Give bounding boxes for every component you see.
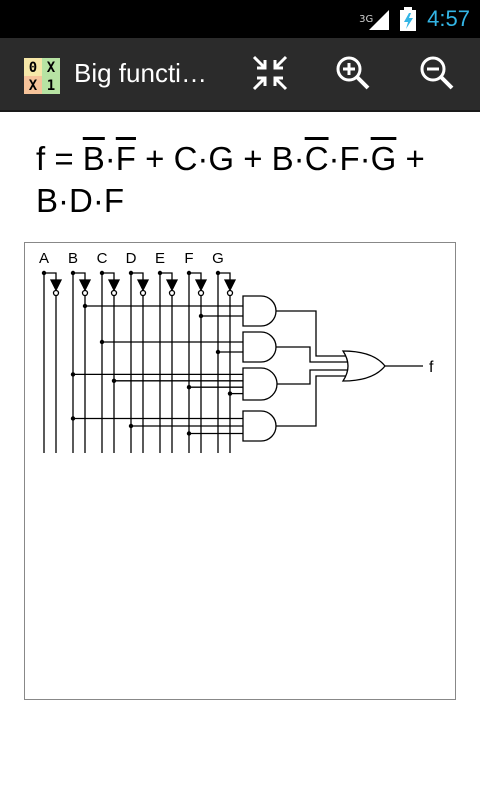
app-icon-cell: X bbox=[29, 78, 38, 94]
app-logo-icon[interactable]: 0 X X 1 bbox=[24, 58, 60, 94]
junction-dot bbox=[215, 270, 221, 276]
input-label: A bbox=[39, 250, 49, 267]
and-gate bbox=[242, 367, 278, 401]
inverter-triangle bbox=[136, 279, 150, 292]
inverter-triangle bbox=[49, 279, 63, 292]
clock: 4:57 bbox=[427, 6, 470, 31]
formula-text: + bbox=[396, 140, 425, 177]
formula-lhs: f = bbox=[36, 140, 83, 177]
inverter-bubble bbox=[139, 289, 147, 297]
formula-text: · bbox=[104, 140, 116, 177]
inverter-feed bbox=[73, 272, 86, 280]
inverter-bubble bbox=[52, 289, 60, 297]
collapse-icon[interactable] bbox=[250, 53, 290, 93]
boolean-formula: f = B·F + C·G + B·C·F·G + B·D·F bbox=[36, 138, 456, 222]
signal-icon: 3G bbox=[359, 8, 390, 30]
inverter-feed bbox=[44, 272, 57, 280]
inverter-bubble bbox=[81, 289, 89, 297]
input-label: B bbox=[68, 250, 78, 267]
or-input-wire bbox=[276, 310, 349, 357]
junction-dot bbox=[41, 270, 47, 276]
action-bar: 0 X X 1 Big functi… bbox=[0, 38, 480, 112]
zoom-in-icon[interactable] bbox=[333, 53, 373, 93]
app-icon-cell: X bbox=[47, 60, 56, 76]
junction-dot bbox=[215, 349, 221, 355]
negated-variable: G bbox=[370, 140, 397, 177]
app-icon-cell: 0 bbox=[29, 60, 37, 76]
junction-dot bbox=[82, 303, 88, 309]
junction-dot bbox=[186, 385, 192, 390]
junction-dot bbox=[99, 270, 105, 276]
negated-variable: F bbox=[115, 140, 136, 177]
negated-variable: C bbox=[304, 140, 329, 177]
junction-dot bbox=[70, 372, 76, 377]
junction-dot bbox=[186, 270, 192, 276]
junction-dot bbox=[157, 270, 163, 276]
inverter-bubble bbox=[197, 289, 205, 297]
inverter-bubble bbox=[110, 289, 118, 297]
inverter-triangle bbox=[78, 279, 92, 292]
junction-dot bbox=[128, 270, 134, 276]
inverter-feed bbox=[218, 272, 231, 280]
inverter-triangle bbox=[194, 279, 208, 292]
input-label: C bbox=[97, 250, 108, 267]
formula-text: + C·G + B· bbox=[135, 140, 305, 177]
input-label: D bbox=[126, 250, 137, 267]
inverter-feed bbox=[102, 272, 115, 280]
negated-variable: B bbox=[82, 140, 105, 177]
battery-icon bbox=[400, 7, 417, 31]
circuit-canvas: A B C D E F Gf bbox=[39, 250, 434, 453]
and-gate bbox=[242, 410, 277, 442]
output-label: f bbox=[429, 359, 434, 376]
zoom-out-icon[interactable] bbox=[417, 53, 457, 93]
and-gate bbox=[242, 331, 277, 363]
inverter-bubble bbox=[226, 289, 234, 297]
status-bar: 3G 4:57 bbox=[0, 0, 480, 38]
inverter-triangle bbox=[223, 279, 237, 292]
junction-dot bbox=[128, 423, 134, 429]
inverter-triangle bbox=[107, 279, 121, 292]
input-label: F bbox=[184, 250, 193, 267]
and-gate bbox=[242, 295, 277, 327]
status-icons: 3G 4:57 bbox=[359, 0, 470, 38]
junction-dot bbox=[198, 313, 204, 319]
junction-dot bbox=[70, 270, 76, 276]
inverter-feed bbox=[131, 272, 144, 280]
formula-text: ·F· bbox=[328, 140, 371, 177]
inverter-bubble bbox=[168, 289, 176, 297]
app-icon-cell: 1 bbox=[47, 78, 55, 94]
inverter-feed bbox=[189, 272, 202, 280]
or-input-wire bbox=[277, 369, 349, 385]
junction-dot bbox=[70, 416, 76, 421]
app-title[interactable]: Big functi… bbox=[74, 58, 207, 88]
or-input-wire bbox=[276, 346, 349, 363]
inverter-triangle bbox=[165, 279, 179, 292]
formula-line-2: B·D·F bbox=[36, 182, 124, 219]
input-label: G bbox=[212, 250, 224, 267]
junction-dot bbox=[227, 391, 233, 396]
input-label: E bbox=[155, 250, 165, 267]
network-type-label: 3G bbox=[359, 14, 374, 25]
or-input-wire bbox=[276, 375, 349, 427]
junction-dot bbox=[99, 339, 105, 345]
inverter-feed bbox=[160, 272, 173, 280]
formula-line-1: f = B·F + C·G + B·C·F·G + bbox=[36, 138, 456, 180]
or-gate bbox=[341, 350, 386, 382]
formula-terms: B·F + C·G + B·C·F·G + bbox=[83, 140, 425, 177]
junction-dot bbox=[186, 431, 192, 436]
junction-dot bbox=[111, 378, 117, 383]
